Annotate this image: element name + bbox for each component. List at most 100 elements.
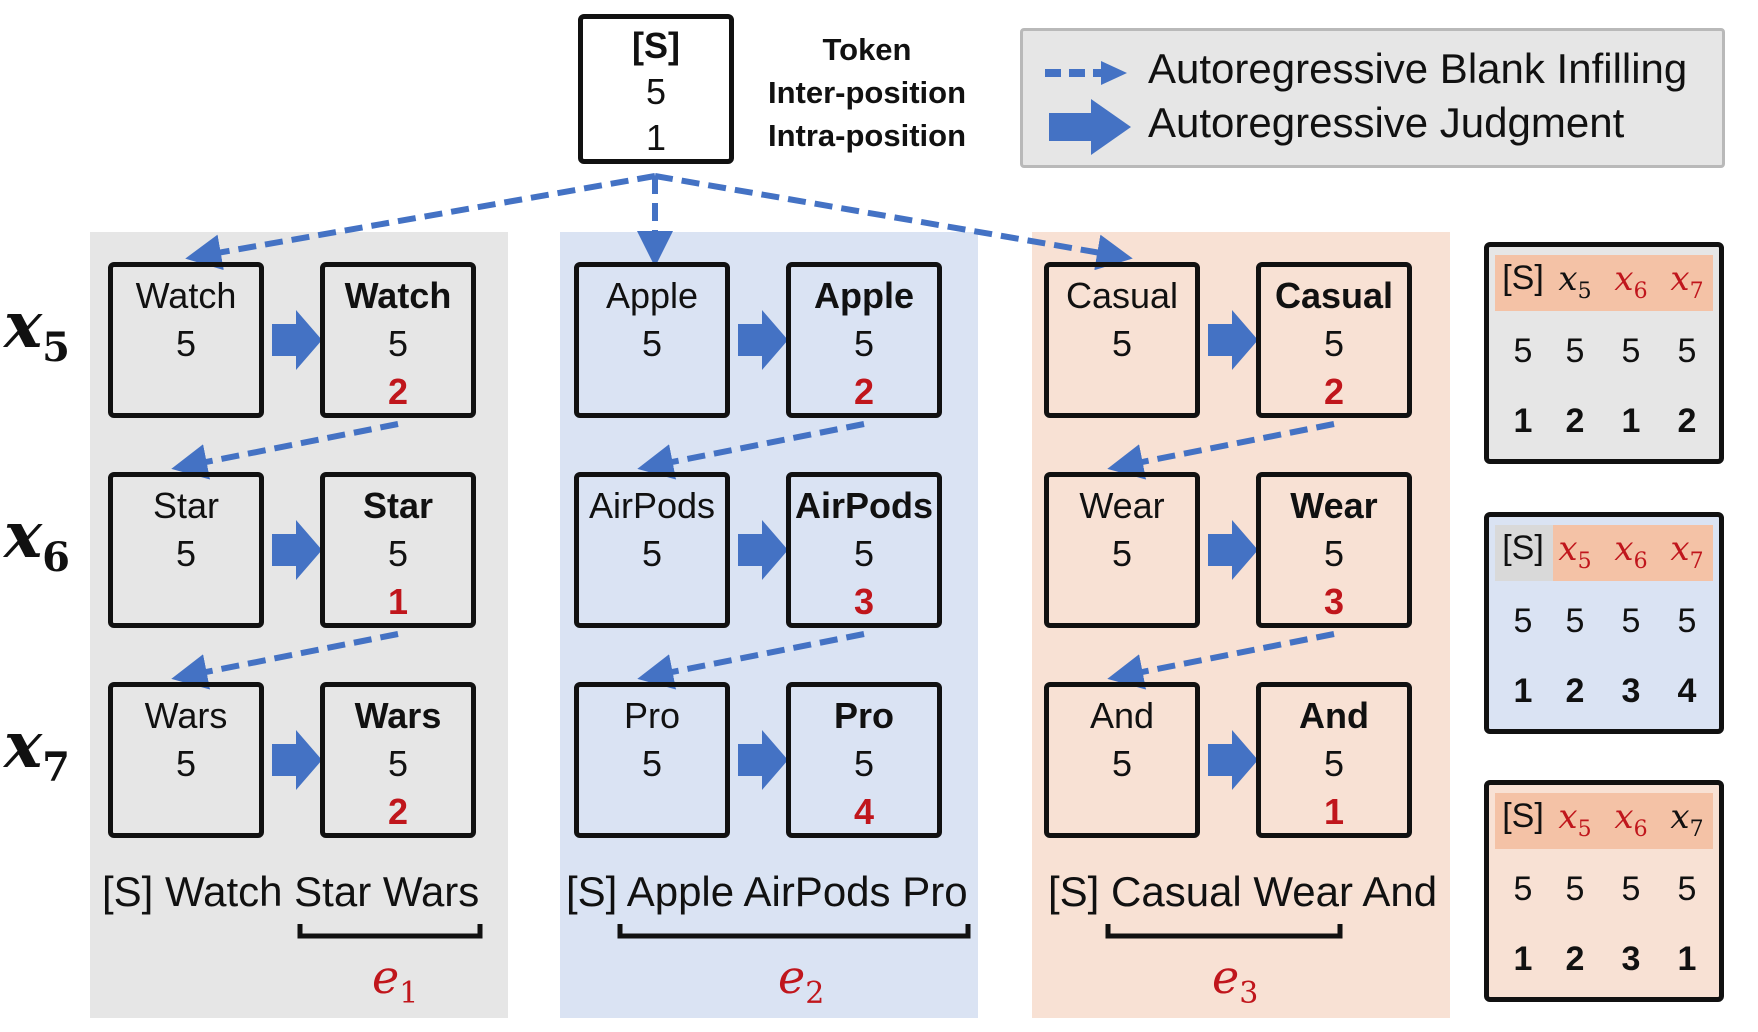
legend: Autoregressive Blank Infilling Autoregre… — [1020, 28, 1725, 168]
infill-arrow-col1-row1 — [171, 421, 399, 480]
mini-table-inter-cell: 5 — [1513, 332, 1533, 370]
mini-table-header-cell: x6 — [1614, 529, 1648, 574]
mini-table-inter-cell: 5 — [1565, 870, 1585, 908]
row-label-x7: x7 — [4, 708, 70, 791]
judgment-arrow-col2-row1 — [738, 310, 788, 370]
judgment-arrow-col3-row3 — [1208, 730, 1258, 790]
row-label-x6: x6 — [4, 498, 70, 581]
entity-label-e2: e2 — [778, 950, 825, 1012]
legend-arrow-icons — [1045, 61, 1131, 155]
mini-table-intra-cell: 1 — [1621, 402, 1641, 440]
judgment-arrow-col3-row1 — [1208, 310, 1258, 370]
legend-solid-label: Autoregressive Judgment — [1148, 99, 1625, 146]
mini-table-header-cell: [S] — [1502, 797, 1544, 835]
caption-col2: [S] Apple AirPods Pro — [566, 868, 968, 915]
label-inter-position: Inter-position — [767, 75, 967, 110]
mini-table-header-cell: x6 — [1614, 259, 1648, 304]
mini-table-inter-cell: 5 — [1677, 332, 1697, 370]
mini-table-intra-cell: 1 — [1677, 940, 1697, 978]
root-token: [S] — [632, 25, 680, 66]
infill-arrow-col3-row2 — [1107, 631, 1335, 690]
infill-arrow-col3-row1 — [1107, 421, 1335, 480]
root-intra-position: 1 — [645, 117, 667, 158]
dashed-arrowhead-icon — [1101, 61, 1127, 85]
mini-table-header-fill — [1495, 255, 1713, 311]
mini-table-inter-cell: 5 — [1513, 602, 1533, 640]
mini-table-inter-cell: 5 — [1677, 870, 1697, 908]
mini-table-header-cell: x6 — [1614, 797, 1648, 842]
infill-arrow-col1-row2 — [171, 631, 399, 690]
solid-arrow-icon — [1049, 99, 1131, 155]
mini-table-header-cell: x7 — [1670, 529, 1704, 574]
mini-table-header-fill — [1495, 525, 1713, 581]
mini-table-intra-cell: 3 — [1621, 672, 1641, 710]
root-to-col1-dashed-arrow — [185, 173, 656, 271]
mini-table-inter-cell: 5 — [1621, 870, 1641, 908]
entity-bracket-2 — [617, 924, 971, 939]
mini-table-header — [1495, 525, 1713, 581]
root-token-box: [S] 5 1 — [578, 14, 734, 164]
root-to-col3-dashed-arrow — [654, 173, 1133, 271]
mini-table-header-cell: x7 — [1670, 797, 1704, 842]
mini-table-header-cell: x5 — [1558, 259, 1592, 304]
judgment-arrow-col1-row3 — [272, 730, 322, 790]
mini-table-intra-cell: 2 — [1565, 402, 1585, 440]
mini-table-inter-cell: 5 — [1513, 870, 1533, 908]
judgment-arrow-col2-row2 — [738, 520, 788, 580]
mini-table-header-cell: [S] — [1502, 259, 1544, 297]
entity-label-e3: e3 — [1212, 950, 1259, 1012]
mini-table-header-cell: x5 — [1558, 529, 1592, 574]
judgment-arrow-col1-row1 — [272, 310, 322, 370]
row-label-x5: x5 — [4, 288, 70, 371]
mini-table-header-cell: x5 — [1558, 797, 1592, 842]
infill-arrow-col2-row1 — [637, 421, 865, 480]
mini-table-inter-cell: 5 — [1565, 332, 1585, 370]
mini-table-header-cell: [S] — [1502, 529, 1544, 567]
entity-bracket-1 — [297, 924, 483, 939]
judgment-arrow-col1-row2 — [272, 520, 322, 580]
mini-table-header — [1495, 793, 1713, 849]
entity-label-e1: e1 — [372, 950, 419, 1012]
judgment-arrow-col2-row3 — [738, 730, 788, 790]
mini-table-inter-cell: 5 — [1621, 602, 1641, 640]
mini-table-intra-cell: 2 — [1565, 940, 1585, 978]
mini-table-inter-cell: 5 — [1621, 332, 1641, 370]
mini-table-intra-cell: 2 — [1677, 402, 1697, 440]
mini-table-intra-cell: 2 — [1565, 672, 1585, 710]
mini-table-header-fill — [1495, 793, 1713, 849]
label-intra-position: Intra-position — [767, 118, 967, 153]
infill-arrow-col2-row2 — [637, 631, 865, 690]
caption-col3: [S] Casual Wear And — [1048, 868, 1438, 915]
entity-bracket-3 — [1105, 924, 1343, 939]
legend-dashed-label: Autoregressive Blank Infilling — [1148, 45, 1688, 92]
label-token: Token — [822, 32, 912, 67]
mini-table-intra-cell: 1 — [1513, 940, 1533, 978]
judgment-arrow-col3-row2 — [1208, 520, 1258, 580]
root-inter-position: 5 — [645, 71, 667, 112]
mini-table-intra-cell: 3 — [1621, 940, 1641, 978]
mini-table-intra-cell: 1 — [1513, 402, 1533, 440]
mini-table-intra-cell: 1 — [1513, 672, 1533, 710]
caption-col1: [S] Watch Star Wars — [102, 868, 480, 915]
root-legend-labels: Token Inter-position Intra-position — [762, 28, 972, 157]
